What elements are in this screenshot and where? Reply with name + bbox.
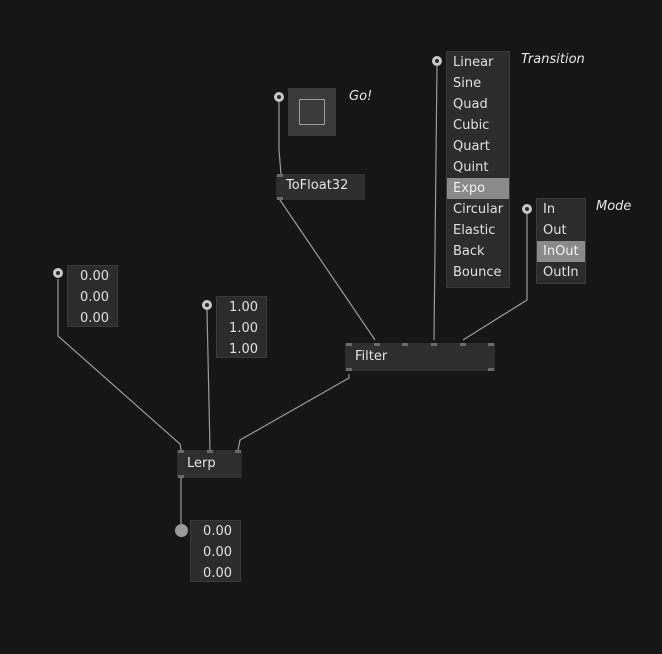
- transition-item-linear[interactable]: Linear: [453, 55, 494, 70]
- wire-tofloat-to-filter: [279, 199, 376, 341]
- transition-item-quad[interactable]: Quad: [453, 97, 488, 112]
- vec-out-pin[interactable]: [175, 524, 188, 537]
- toggle-box[interactable]: [299, 99, 325, 125]
- transition-item-circular[interactable]: Circular: [453, 202, 504, 217]
- wire-vecb-to-lerp: [206, 309, 211, 451]
- vec-out-z: 0.00: [203, 566, 232, 581]
- vec-b-panel[interactable]: 1.00 1.00 1.00: [216, 296, 267, 358]
- filter-node[interactable]: Filter: [345, 343, 495, 371]
- transition-item-sine[interactable]: Sine: [453, 76, 482, 91]
- filter-output-port-1[interactable]: [346, 368, 352, 371]
- tofloat32-node-title: ToFloat32: [286, 178, 349, 193]
- lerp-input-port-1[interactable]: [178, 450, 184, 453]
- go-toggle[interactable]: [288, 88, 336, 136]
- transition-input-pin[interactable]: [432, 56, 442, 66]
- vec-out-y: 0.00: [203, 545, 232, 560]
- vec-a-x[interactable]: 0.00: [80, 269, 109, 284]
- filter-input-port-2[interactable]: [374, 343, 380, 346]
- vec-out-panel: 0.00 0.00 0.00: [190, 520, 241, 582]
- transition-item-cubic[interactable]: Cubic: [453, 118, 490, 133]
- filter-node-title: Filter: [355, 349, 388, 364]
- tofloat32-output-port[interactable]: [277, 197, 283, 200]
- lerp-input-port-2[interactable]: [207, 450, 213, 453]
- tofloat32-input-port[interactable]: [277, 174, 283, 177]
- lerp-node[interactable]: Lerp: [177, 450, 242, 478]
- go-label: Go!: [349, 89, 373, 104]
- tofloat32-node[interactable]: ToFloat32: [276, 174, 365, 200]
- filter-input-port-3[interactable]: [402, 343, 408, 346]
- lerp-node-title: Lerp: [187, 456, 216, 471]
- mode-input-pin[interactable]: [522, 204, 532, 214]
- vec-b-input-pin[interactable]: [202, 300, 212, 310]
- vec-b-x[interactable]: 1.00: [229, 300, 258, 315]
- mode-item-in[interactable]: In: [543, 202, 556, 217]
- mode-item-outin[interactable]: OutIn: [543, 265, 579, 280]
- filter-input-port-5[interactable]: [460, 343, 466, 346]
- transition-item-elastic[interactable]: Elastic: [453, 223, 496, 238]
- vec-a-panel[interactable]: 0.00 0.00 0.00: [67, 265, 118, 327]
- mode-item-inout[interactable]: InOut: [537, 241, 585, 262]
- wire-transition-to-filter: [433, 65, 438, 341]
- vec-a-z[interactable]: 0.00: [80, 311, 109, 326]
- transition-item-quint[interactable]: Quint: [453, 160, 489, 175]
- vec-b-z[interactable]: 1.00: [229, 342, 258, 357]
- filter-input-port-4[interactable]: [431, 343, 437, 346]
- vec-a-y[interactable]: 0.00: [80, 290, 109, 305]
- mode-label: Mode: [596, 199, 632, 214]
- transition-item-bounce[interactable]: Bounce: [453, 265, 502, 280]
- mode-item-out[interactable]: Out: [543, 223, 567, 238]
- lerp-output-port[interactable]: [178, 475, 184, 478]
- filter-input-port-1[interactable]: [346, 343, 352, 346]
- vec-b-y[interactable]: 1.00: [229, 321, 258, 336]
- filter-output-port-2[interactable]: [488, 368, 494, 371]
- transition-label: Transition: [521, 52, 585, 67]
- wire-toggle-to-tofloat: [278, 102, 282, 175]
- vec-a-input-pin[interactable]: [53, 268, 63, 278]
- transition-item-quart[interactable]: Quart: [453, 139, 490, 154]
- transition-item-expo[interactable]: Expo: [447, 178, 509, 199]
- transition-item-back[interactable]: Back: [453, 244, 485, 259]
- filter-input-port-6[interactable]: [488, 343, 494, 346]
- toggle-input-pin[interactable]: [274, 92, 284, 102]
- wire-filter-to-lerp: [237, 374, 350, 451]
- lerp-input-port-3[interactable]: [235, 450, 241, 453]
- vec-out-x: 0.00: [203, 524, 232, 539]
